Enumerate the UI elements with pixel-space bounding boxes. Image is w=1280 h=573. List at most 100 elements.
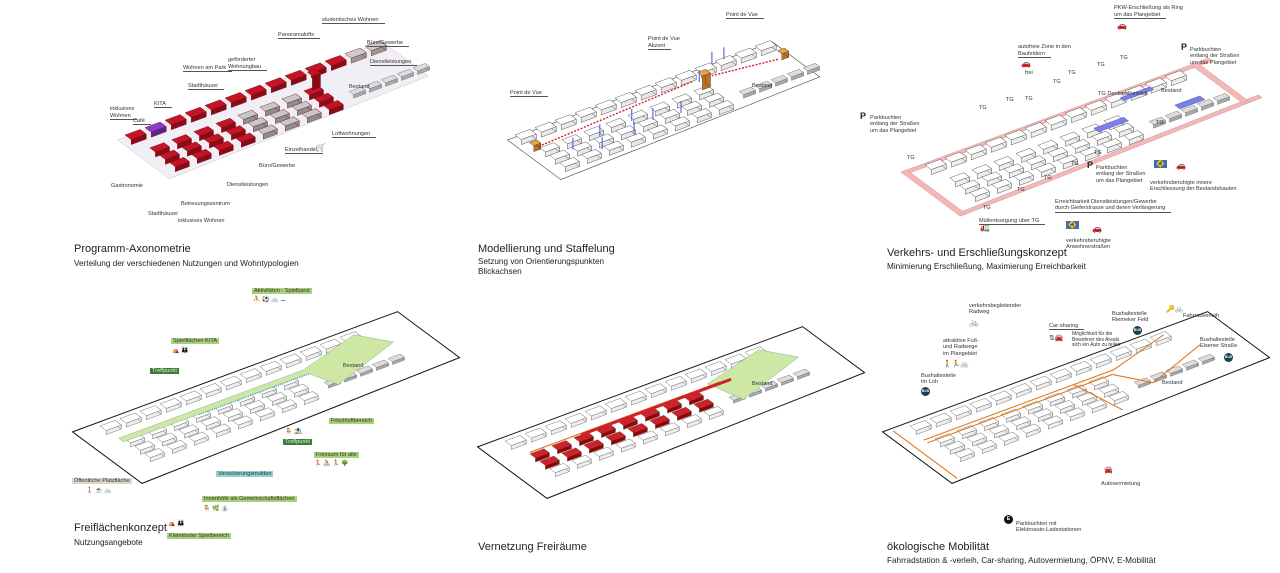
building — [1009, 383, 1032, 394]
building — [786, 69, 804, 78]
building — [971, 164, 992, 175]
building — [976, 440, 997, 450]
building — [225, 125, 246, 136]
tg-denkmal-area — [1174, 95, 1206, 110]
label-buero-gewerbe: Büro/Gewerbe — [367, 40, 410, 48]
building — [119, 412, 142, 424]
building — [539, 455, 560, 466]
label-oeffentliche-platzflaeche: Öffentliche Platzfläche — [72, 478, 132, 485]
building — [144, 448, 165, 458]
label-gastronomie: Gastronomie — [111, 183, 144, 189]
building — [1196, 99, 1214, 108]
building — [544, 420, 567, 432]
label-studentisches-wohnen: studentisches Wohnen — [322, 17, 385, 25]
building — [671, 406, 692, 417]
building — [264, 77, 287, 89]
green-space — [118, 334, 395, 443]
building — [593, 446, 614, 457]
building — [222, 408, 243, 419]
label-pkw-ring: PKW-Erschließung als Ring — [1114, 5, 1183, 11]
building — [204, 99, 227, 111]
playground-icons: ⛺ 👪 — [168, 521, 185, 527]
building — [1057, 154, 1078, 165]
pedestrian-zone-sign-icon: 🚸 — [1066, 221, 1079, 229]
building — [387, 353, 405, 362]
panel-subtitle: Verteilung der verschiedenen Nutzungen u… — [74, 259, 299, 268]
label-versickerungsmulden: Versickerungsmulden — [216, 471, 274, 478]
building — [269, 109, 290, 119]
label-bestand: Bestand — [752, 83, 773, 89]
building — [981, 171, 1002, 182]
building — [166, 440, 187, 450]
building — [909, 420, 932, 431]
shopping-cart-icon: 🛒 — [316, 143, 326, 152]
label-tg: TG — [1156, 120, 1164, 126]
label-dienstleistungen-2: Dienstleistungen — [227, 182, 269, 188]
building — [1212, 93, 1230, 102]
label-tg: TG — [1053, 79, 1061, 85]
building — [934, 433, 955, 444]
building — [714, 55, 737, 66]
building — [659, 422, 680, 433]
label-bestand: Bestand — [349, 84, 370, 90]
panel-subtitle-1: Setzung von Orientierungspunkten — [478, 257, 605, 266]
building — [984, 137, 1007, 148]
garbage-truck-icon: 🚛 — [980, 223, 990, 232]
building — [149, 142, 170, 153]
building — [1032, 408, 1053, 419]
building — [704, 361, 727, 372]
building — [649, 415, 670, 425]
building — [1108, 391, 1129, 401]
label-buero-gewerbe-2: Büro/Gewerbe — [259, 163, 296, 169]
label-tg: TG — [907, 155, 915, 161]
building — [1148, 116, 1166, 125]
building — [959, 179, 980, 190]
label-treffpunkt-2: Treffpunkt — [283, 439, 312, 446]
building — [169, 157, 190, 167]
building — [1181, 359, 1199, 368]
building — [124, 129, 147, 140]
car-icon: 🚗 — [1117, 21, 1127, 30]
building — [615, 125, 636, 136]
building — [954, 448, 975, 458]
label-tg: TG — [1017, 187, 1025, 193]
building — [179, 390, 202, 402]
building — [1064, 407, 1085, 418]
building — [348, 86, 366, 95]
building — [1091, 130, 1112, 141]
building — [647, 124, 668, 135]
building — [603, 140, 624, 151]
seating-icons: 🪑 ⛱ — [285, 429, 302, 435]
building — [1098, 383, 1119, 394]
building — [514, 129, 537, 140]
building — [276, 399, 297, 410]
bike-route — [1112, 373, 1154, 384]
playground-icons: ⛺ 👪 — [172, 348, 189, 354]
building — [659, 109, 680, 119]
building — [605, 431, 626, 442]
building — [581, 149, 602, 159]
building — [178, 424, 199, 435]
building — [1084, 100, 1107, 111]
parking-icon: P — [860, 111, 867, 121]
building — [529, 448, 550, 459]
label-tg-denkmalbereich: TG Denkmalbereich — [1098, 91, 1148, 97]
building — [966, 432, 987, 443]
label-aktivitaeten-spielband: Aktivitäten - Spielband — [252, 288, 312, 295]
building — [754, 40, 777, 52]
sport-icons: 🏃 🚴 🏃 🌳 — [314, 461, 349, 467]
building — [199, 383, 222, 394]
building — [571, 141, 592, 152]
building — [364, 80, 382, 90]
tg-denkmal-area — [1093, 116, 1129, 133]
building — [654, 77, 677, 89]
label-stadthaeuser: Stadthäuser — [188, 83, 225, 91]
building — [1000, 409, 1021, 419]
building — [760, 380, 778, 389]
label-frischluftbereich: Frischluftbereich — [329, 418, 375, 425]
label-betreuungszentrum: Betreuungszentrum — [181, 201, 230, 207]
building — [284, 70, 307, 81]
building — [649, 101, 670, 112]
